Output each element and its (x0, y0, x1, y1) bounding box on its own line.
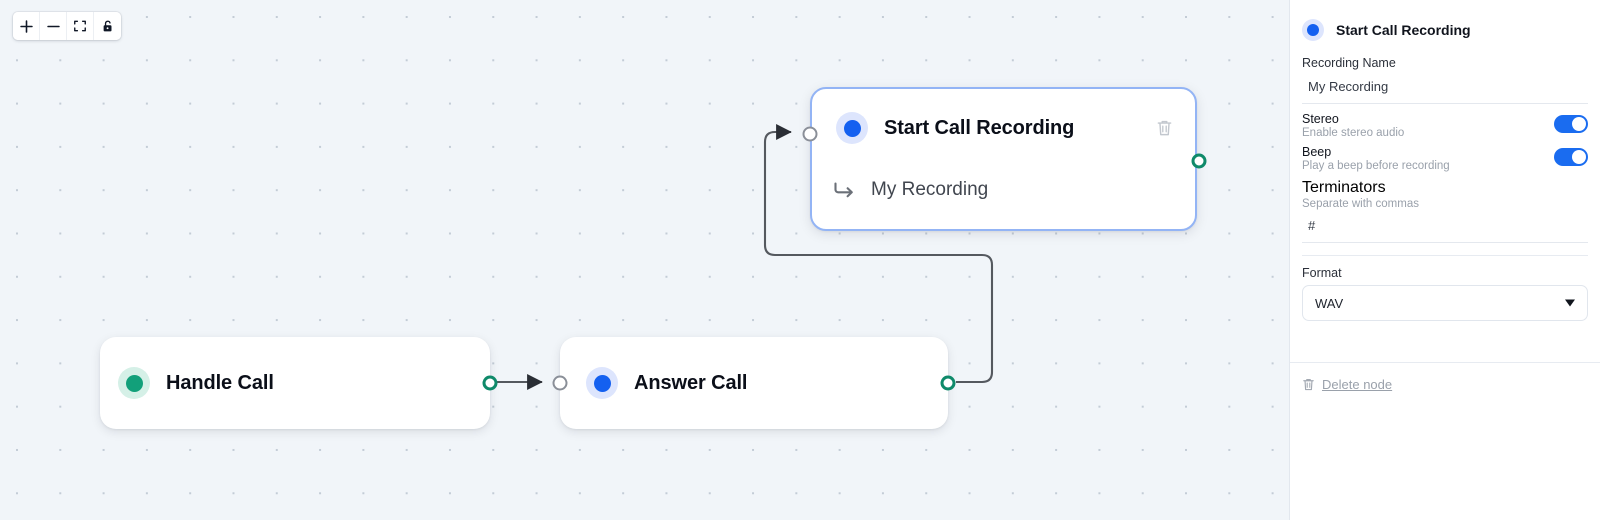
node-header: Handle Call (100, 337, 490, 429)
beep-label: Beep (1302, 145, 1332, 159)
node-delete-button[interactable] (1154, 117, 1175, 140)
beep-texts: Beep Play a beep before recording (1302, 145, 1450, 172)
panel-header: Start Call Recording (1290, 0, 1600, 44)
plus-icon (19, 19, 33, 33)
flow-canvas[interactable]: Handle Call Answer Call Start Call Recor… (0, 0, 1289, 520)
node-header: Answer Call (560, 337, 948, 429)
node-subtitle: My Recording (871, 179, 989, 200)
terminators-description: Separate with commas (1302, 198, 1419, 210)
node-header: Start Call Recording (812, 89, 1195, 167)
delete-node-button[interactable]: Delete node (1302, 377, 1392, 392)
node-subtitle-row: My Recording (812, 179, 1195, 201)
node-title: Start Call Recording (884, 116, 1075, 139)
node-output-handle[interactable] (482, 375, 498, 391)
format-label: Format (1302, 266, 1342, 280)
terminators-label: Terminators (1302, 179, 1386, 196)
node-status-dot-icon (586, 367, 618, 399)
node-input-handle[interactable] (802, 126, 818, 142)
unlock-icon (103, 20, 111, 32)
canvas-toolbar (13, 12, 121, 40)
panel-status-dot-icon (1302, 19, 1324, 41)
field-recording-name: Recording Name (1302, 56, 1588, 104)
node-handle-call[interactable]: Handle Call (100, 337, 498, 429)
beep-description: Play a beep before recording (1302, 160, 1450, 172)
node-status-dot-icon (836, 112, 868, 144)
node-input-handle[interactable] (552, 375, 568, 391)
field-stereo: Stereo Enable stereo audio (1302, 106, 1588, 139)
format-select[interactable]: WAV (1302, 285, 1588, 321)
lock-toggle-button[interactable] (94, 12, 121, 40)
trash-icon (1157, 120, 1172, 136)
fit-view-button[interactable] (67, 12, 94, 40)
panel-body: Recording Name Stereo Enable stereo audi… (1290, 44, 1600, 321)
trash-icon (1303, 379, 1314, 391)
fit-screen-icon (74, 20, 86, 32)
recording-name-label: Recording Name (1302, 56, 1396, 70)
beep-toggle-knob (1572, 150, 1586, 164)
node-title: Answer Call (634, 371, 748, 394)
node-properties-panel: Start Call Recording Recording Name Ster… (1289, 0, 1600, 520)
stereo-toggle[interactable] (1554, 115, 1588, 133)
format-select-wrap: WAV (1302, 285, 1588, 321)
zoom-out-button[interactable] (40, 12, 67, 40)
terminators-input[interactable] (1302, 214, 1588, 243)
node-output-handle[interactable] (940, 375, 956, 391)
minus-icon (46, 25, 60, 27)
node-start-call-recording[interactable]: Start Call Recording My Recording (802, 87, 1207, 231)
field-beep: Beep Play a beep before recording (1302, 139, 1588, 172)
node-answer-call[interactable]: Answer Call (552, 337, 956, 429)
edge-layer (497, 124, 994, 390)
node-title: Handle Call (166, 371, 274, 394)
recording-name-input[interactable] (1302, 75, 1588, 104)
arrow-turn-down-right-icon (834, 182, 853, 198)
field-format: Format WAV (1302, 266, 1588, 321)
stereo-label: Stereo (1302, 112, 1339, 126)
format-selected-value: WAV (1315, 295, 1344, 311)
beep-toggle[interactable] (1554, 148, 1588, 166)
field-terminators: Terminators Separate with commas (1302, 179, 1588, 243)
panel-title: Start Call Recording (1336, 22, 1471, 38)
stereo-description: Enable stereo audio (1302, 127, 1405, 139)
delete-node-label: Delete node (1322, 377, 1393, 392)
stereo-texts: Stereo Enable stereo audio (1302, 112, 1404, 139)
node-output-handle[interactable] (1191, 153, 1207, 169)
stereo-toggle-knob (1572, 117, 1586, 131)
node-status-dot-icon (118, 367, 150, 399)
panel-footer: Delete node (1290, 362, 1600, 411)
zoom-in-button[interactable] (13, 12, 40, 40)
panel-divider (1302, 255, 1588, 256)
